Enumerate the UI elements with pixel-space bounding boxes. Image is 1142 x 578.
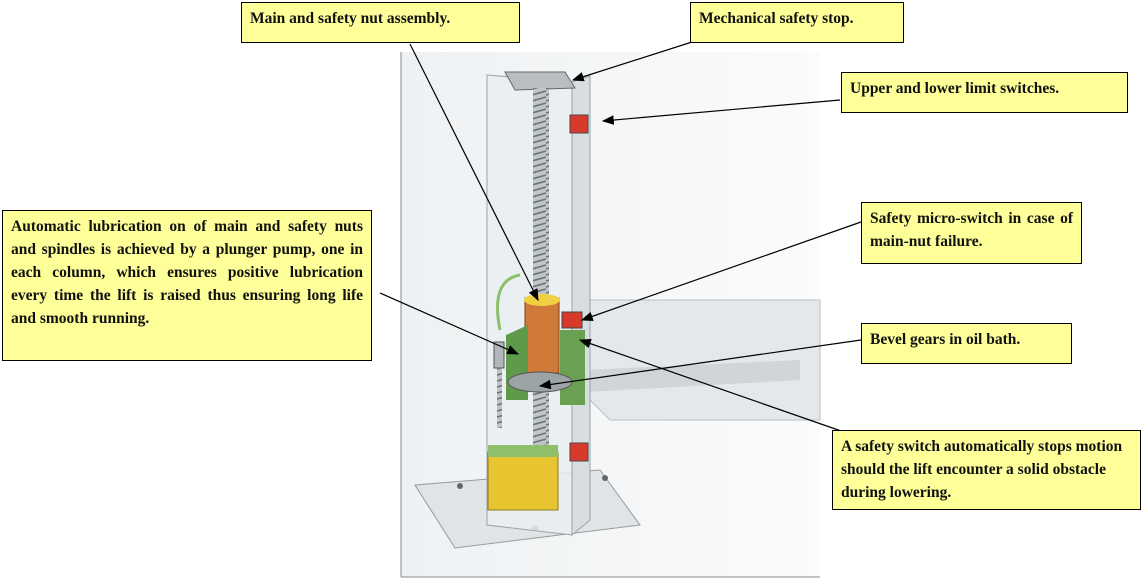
arrow-bevel-gears (538, 339, 862, 390)
callout-micro-switch: Safety micro-switch in case of main-nut … (861, 202, 1082, 264)
callout-safety-stop: Mechanical safety stop. (690, 2, 904, 43)
arrow-limit-switches (601, 99, 841, 125)
upper-limit-switch (569, 114, 589, 134)
arrow-micro-switch (580, 221, 862, 321)
callout-arrows (379, 41, 931, 463)
lubrication-pump (493, 273, 521, 428)
arrow-lubrication (379, 292, 520, 355)
callout-bevel-gears: Bevel gears in oil bath. (861, 323, 1072, 364)
callout-safety-switch: A safety switch automatically stops moti… (832, 430, 1141, 510)
callout-lubrication: Automatic lubrication on of main and saf… (2, 210, 372, 361)
arrow-safety-stop (571, 41, 693, 82)
safety-stop (504, 71, 576, 91)
callout-nut-assembly: Main and safety nut assembly. (241, 2, 520, 43)
bevel-gear (507, 371, 573, 393)
callout-limit-switches: Upper and lower limit switches. (841, 72, 1128, 113)
lift-arm (584, 299, 821, 421)
arrow-nut-assembly (409, 43, 539, 302)
lower-limit-switch (569, 442, 589, 462)
oil-bath (487, 445, 559, 511)
micro-switch (561, 311, 583, 329)
